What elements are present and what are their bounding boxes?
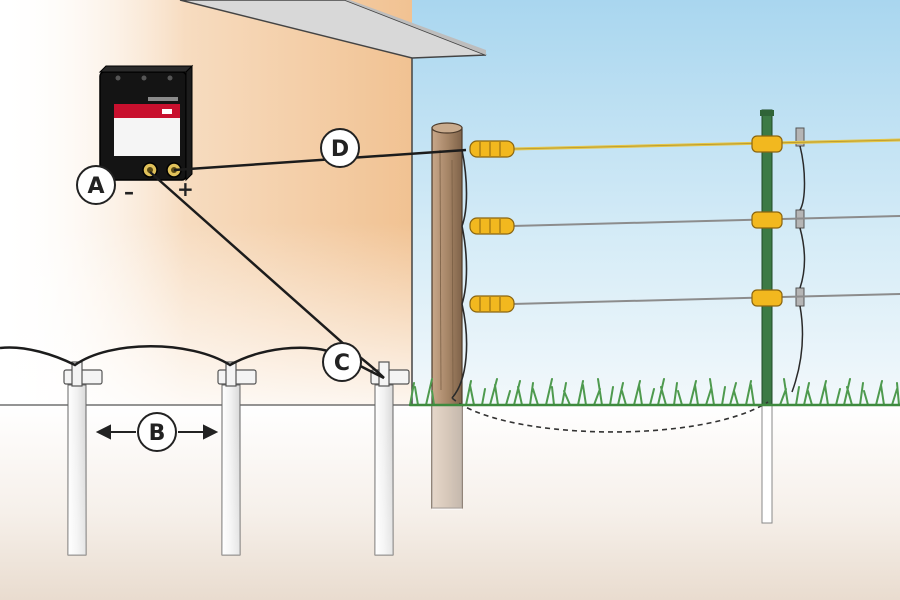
insulator-top: [469, 140, 515, 158]
grass: [408, 378, 900, 407]
callout-b-label: B: [149, 421, 166, 446]
ground-rod-2: [217, 361, 257, 556]
callout-c-label: C: [334, 351, 350, 376]
post-jumper-wire: [451, 149, 468, 399]
insulator-bottom: [469, 295, 515, 313]
ground-rod-1: [63, 361, 103, 556]
spacing-arrow: [95, 424, 219, 440]
insulator-middle: [469, 217, 515, 235]
positive-terminal-label: +: [177, 177, 194, 201]
ground-rod-3: [370, 361, 410, 556]
callout-a: A: [76, 165, 116, 205]
t-post-insulator-middle: [751, 211, 783, 229]
t-post-insulators: [751, 135, 783, 307]
ground-rods: [63, 361, 410, 556]
sky: [405, 0, 900, 405]
callout-c: C: [322, 342, 362, 382]
callout-a-label: A: [87, 174, 104, 199]
fence-wires: [511, 138, 900, 305]
callout-b: B: [137, 412, 177, 452]
roof-eave: [179, 0, 487, 59]
fence-wire-middle: [511, 215, 900, 227]
underground-ground-wire: [451, 397, 769, 433]
negative-terminal-label: –: [124, 180, 134, 204]
callout-d-label: D: [331, 137, 349, 162]
hot-lead-wire: [173, 148, 467, 172]
wooden-post-insulators: [469, 140, 515, 313]
callout-d: D: [320, 128, 360, 168]
fence-energizer: [98, 64, 194, 182]
t-post-insulator-bottom: [751, 289, 783, 307]
fence-wire-bottom: [511, 293, 900, 305]
house-wall: [0, 0, 413, 405]
t-post-insulator-top: [751, 135, 783, 153]
wooden-fence-post: [431, 122, 463, 510]
steel-t-post: [760, 109, 774, 524]
